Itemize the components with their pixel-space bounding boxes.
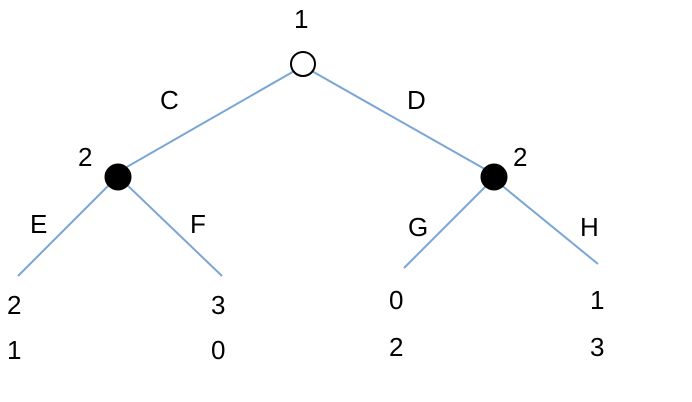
payoff-2-player1: 3 — [211, 290, 225, 320]
left-node-player-label: 2 — [78, 142, 92, 172]
action-label-c: C — [160, 85, 179, 115]
edge-right-right — [499, 183, 599, 265]
edge-root-left — [117, 69, 297, 173]
payoff-1-player2: 1 — [7, 335, 21, 365]
root-node — [290, 51, 316, 77]
edge-left-right — [123, 181, 223, 277]
payoff-1-player1: 2 — [7, 290, 21, 320]
action-label-f: F — [190, 209, 206, 239]
edge-left-left — [17, 181, 113, 277]
action-label-e: E — [30, 209, 47, 239]
action-label-g: G — [408, 212, 428, 242]
right-decision-node — [480, 163, 508, 191]
payoff-4-player2: 3 — [590, 332, 604, 362]
root-player-label: 1 — [294, 4, 308, 34]
action-label-h: H — [580, 212, 599, 242]
payoff-4-player1: 1 — [590, 285, 604, 315]
payoff-3-player1: 0 — [389, 285, 403, 315]
right-node-player-label: 2 — [513, 142, 527, 172]
action-label-d: D — [407, 85, 426, 115]
payoff-2-player2: 0 — [211, 335, 225, 365]
left-decision-node — [104, 163, 132, 191]
payoff-3-player2: 2 — [389, 332, 403, 362]
edge-right-left — [403, 183, 489, 269]
edge-root-right — [309, 69, 491, 173]
